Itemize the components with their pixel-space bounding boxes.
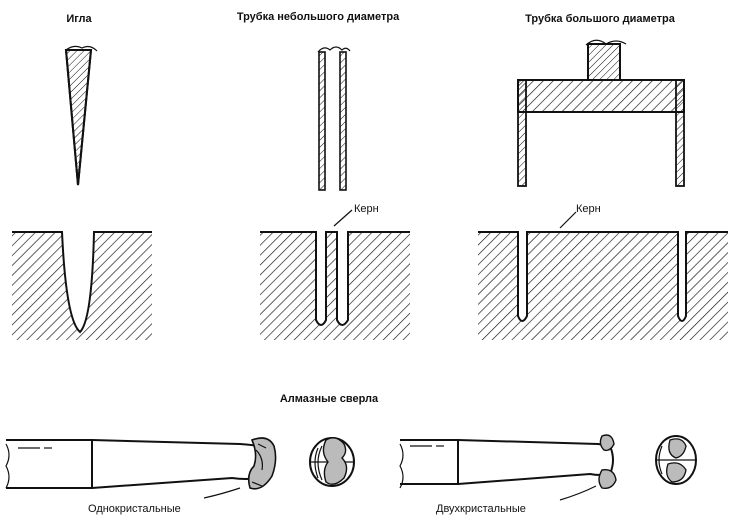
core-small-label: Керн <box>354 203 379 215</box>
single-crystal-drill <box>5 437 277 490</box>
small-tube-label: Трубка небольшого диаметра <box>237 11 400 23</box>
large-tube-hole-block <box>478 231 728 340</box>
small-tube-hole-block <box>260 231 410 340</box>
large-tube-tool <box>517 39 685 187</box>
double-crystal-tip-view <box>655 435 697 485</box>
single-crystal-label: Однокристальные <box>88 503 181 515</box>
core-small-leader <box>333 209 353 227</box>
core-large-leader <box>559 211 577 229</box>
single-crystal-leader <box>203 487 241 499</box>
needle-tool <box>64 45 98 186</box>
double-crystal-drill <box>399 434 617 490</box>
needle-hole-block <box>12 231 152 340</box>
single-crystal-tip-view <box>309 437 355 487</box>
large-tube-label: Трубка большого диаметра <box>525 13 676 25</box>
small-tube-tool <box>317 46 351 191</box>
needle-label: Игла <box>66 13 92 25</box>
double-crystal-label: Двухкристальные <box>436 503 526 515</box>
double-crystal-leader <box>559 485 597 501</box>
diamond-drills-label: Алмазные сверла <box>280 393 379 405</box>
core-large-label: Керн <box>576 203 601 215</box>
